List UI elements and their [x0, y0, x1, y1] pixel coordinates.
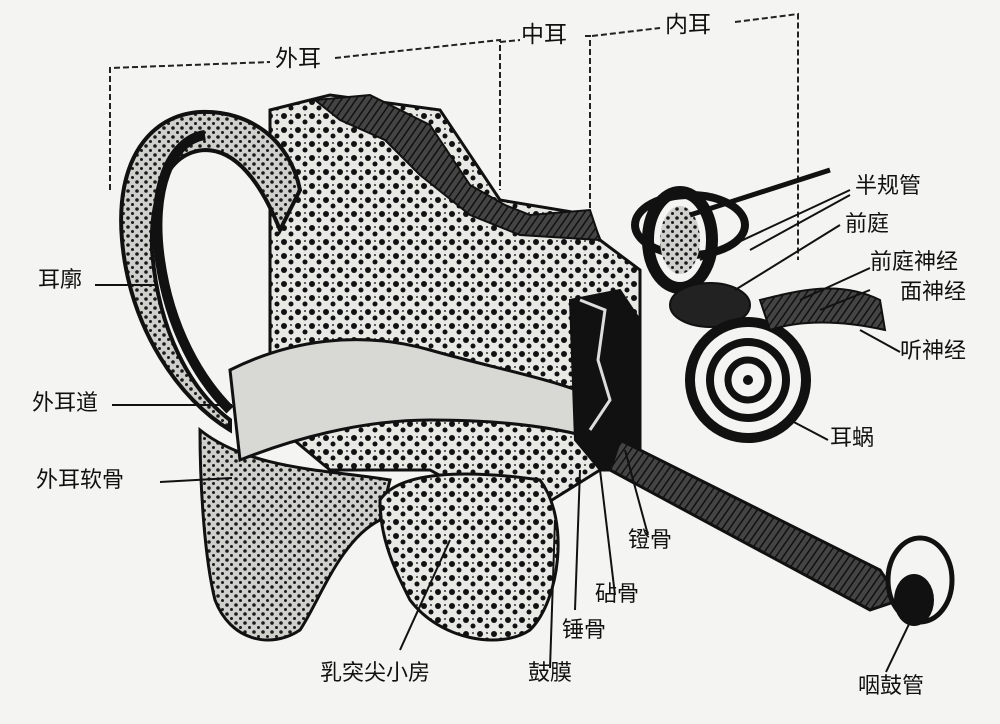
label-external-cartilage: 外耳软骨	[36, 468, 125, 493]
cranial-wall	[312, 93, 602, 242]
cochlea-shape	[685, 317, 811, 443]
label-facial-nerve: 面神经	[900, 280, 967, 305]
vestibule-shape	[669, 282, 751, 328]
label-incus: 砧骨	[595, 582, 640, 607]
label-eardrum: 鼓膜	[528, 661, 573, 686]
region-label-inner-ear: 内耳	[665, 12, 711, 38]
auricle-shape	[119, 109, 303, 434]
label-malleus: 锤骨	[562, 618, 607, 643]
label-eustachian-tube: 咽鼓管	[858, 674, 925, 699]
label-cochlea: 耳蜗	[830, 426, 875, 451]
eustachian-tube	[608, 437, 903, 612]
label-vestibule: 前庭	[845, 212, 890, 237]
label-external-canal: 外耳道	[32, 391, 99, 416]
lower-cartilage	[198, 426, 392, 642]
label-vestibular-nerve: 前庭神经	[870, 250, 959, 275]
label-auditory-nerve: 听神经	[900, 339, 967, 364]
label-auricle: 耳廓	[38, 268, 83, 293]
label-semicircular-canals: 半规管	[855, 174, 922, 199]
label-mastoid-cells: 乳突尖小房	[320, 661, 431, 686]
label-stapes: 镫骨	[628, 528, 673, 553]
region-label-middle-ear: 中耳	[521, 22, 567, 48]
mastoid-shape	[378, 472, 560, 642]
leader-lines	[95, 189, 911, 673]
region-label-outer-ear: 外耳	[275, 46, 321, 72]
